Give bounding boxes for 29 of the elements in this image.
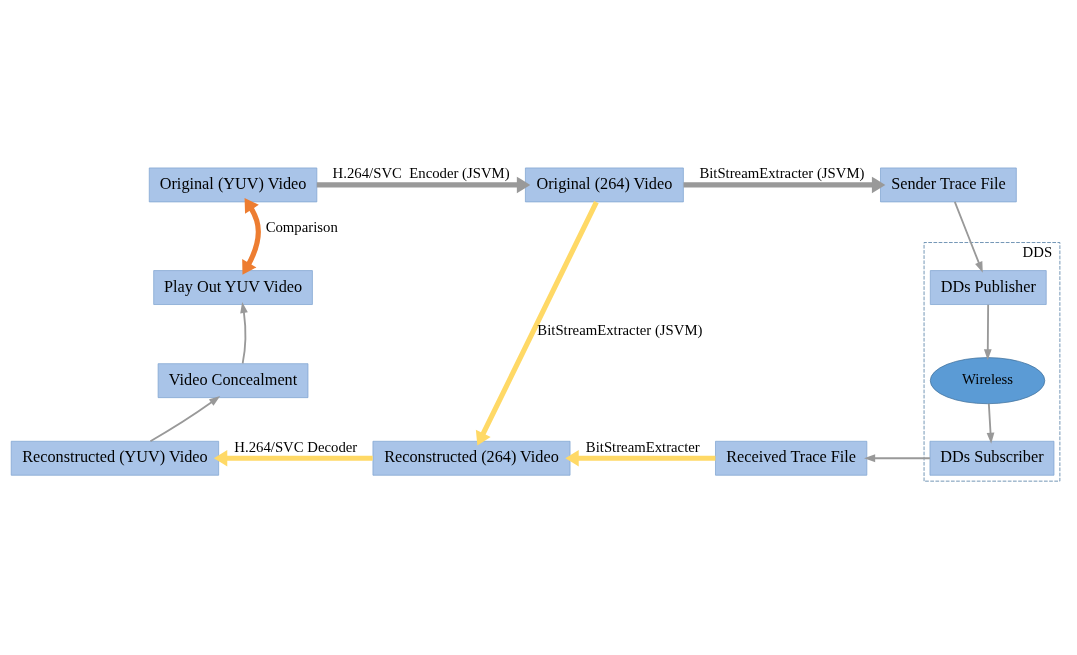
node-box: Play Out YUV Video (153, 270, 313, 305)
node-box: Reconstructed (YUV) Video (10, 440, 219, 476)
edge-label: BitStreamExtracter (JSVM) (699, 165, 865, 182)
arrow (213, 450, 373, 467)
arrow (565, 450, 716, 467)
edge-label: Comparison (265, 219, 338, 236)
arrow (683, 176, 886, 194)
arrow (316, 176, 531, 194)
node-box: Video Concealment (157, 363, 309, 398)
node-box: Original (YUV) Video (148, 167, 318, 203)
arrow (240, 301, 248, 365)
arrow (864, 454, 931, 463)
node-box: DDs Subscriber (929, 440, 1055, 476)
arrow (986, 402, 995, 444)
arrow (149, 396, 221, 443)
node-box: Original (264) Video (525, 167, 684, 203)
arrow (475, 200, 599, 446)
arrow (983, 303, 992, 361)
arrow (953, 201, 983, 273)
edge-label: H.264/SVC Decoder (234, 438, 358, 455)
edge-label: H.264/SVC Encoder (JSVM) (332, 165, 510, 182)
arrow (242, 198, 261, 275)
node-box: DDs Publisher (929, 270, 1047, 305)
node-box: Received Trace File (715, 440, 868, 476)
node-box: Reconstructed (264) Video (372, 440, 571, 476)
node-box: Sender Trace File (880, 167, 1017, 203)
node-ellipse: Wireless (929, 357, 1046, 405)
edge-label: BitStreamExtracter (585, 438, 700, 455)
edge-label: BitStreamExtracter (JSVM) (537, 321, 703, 338)
